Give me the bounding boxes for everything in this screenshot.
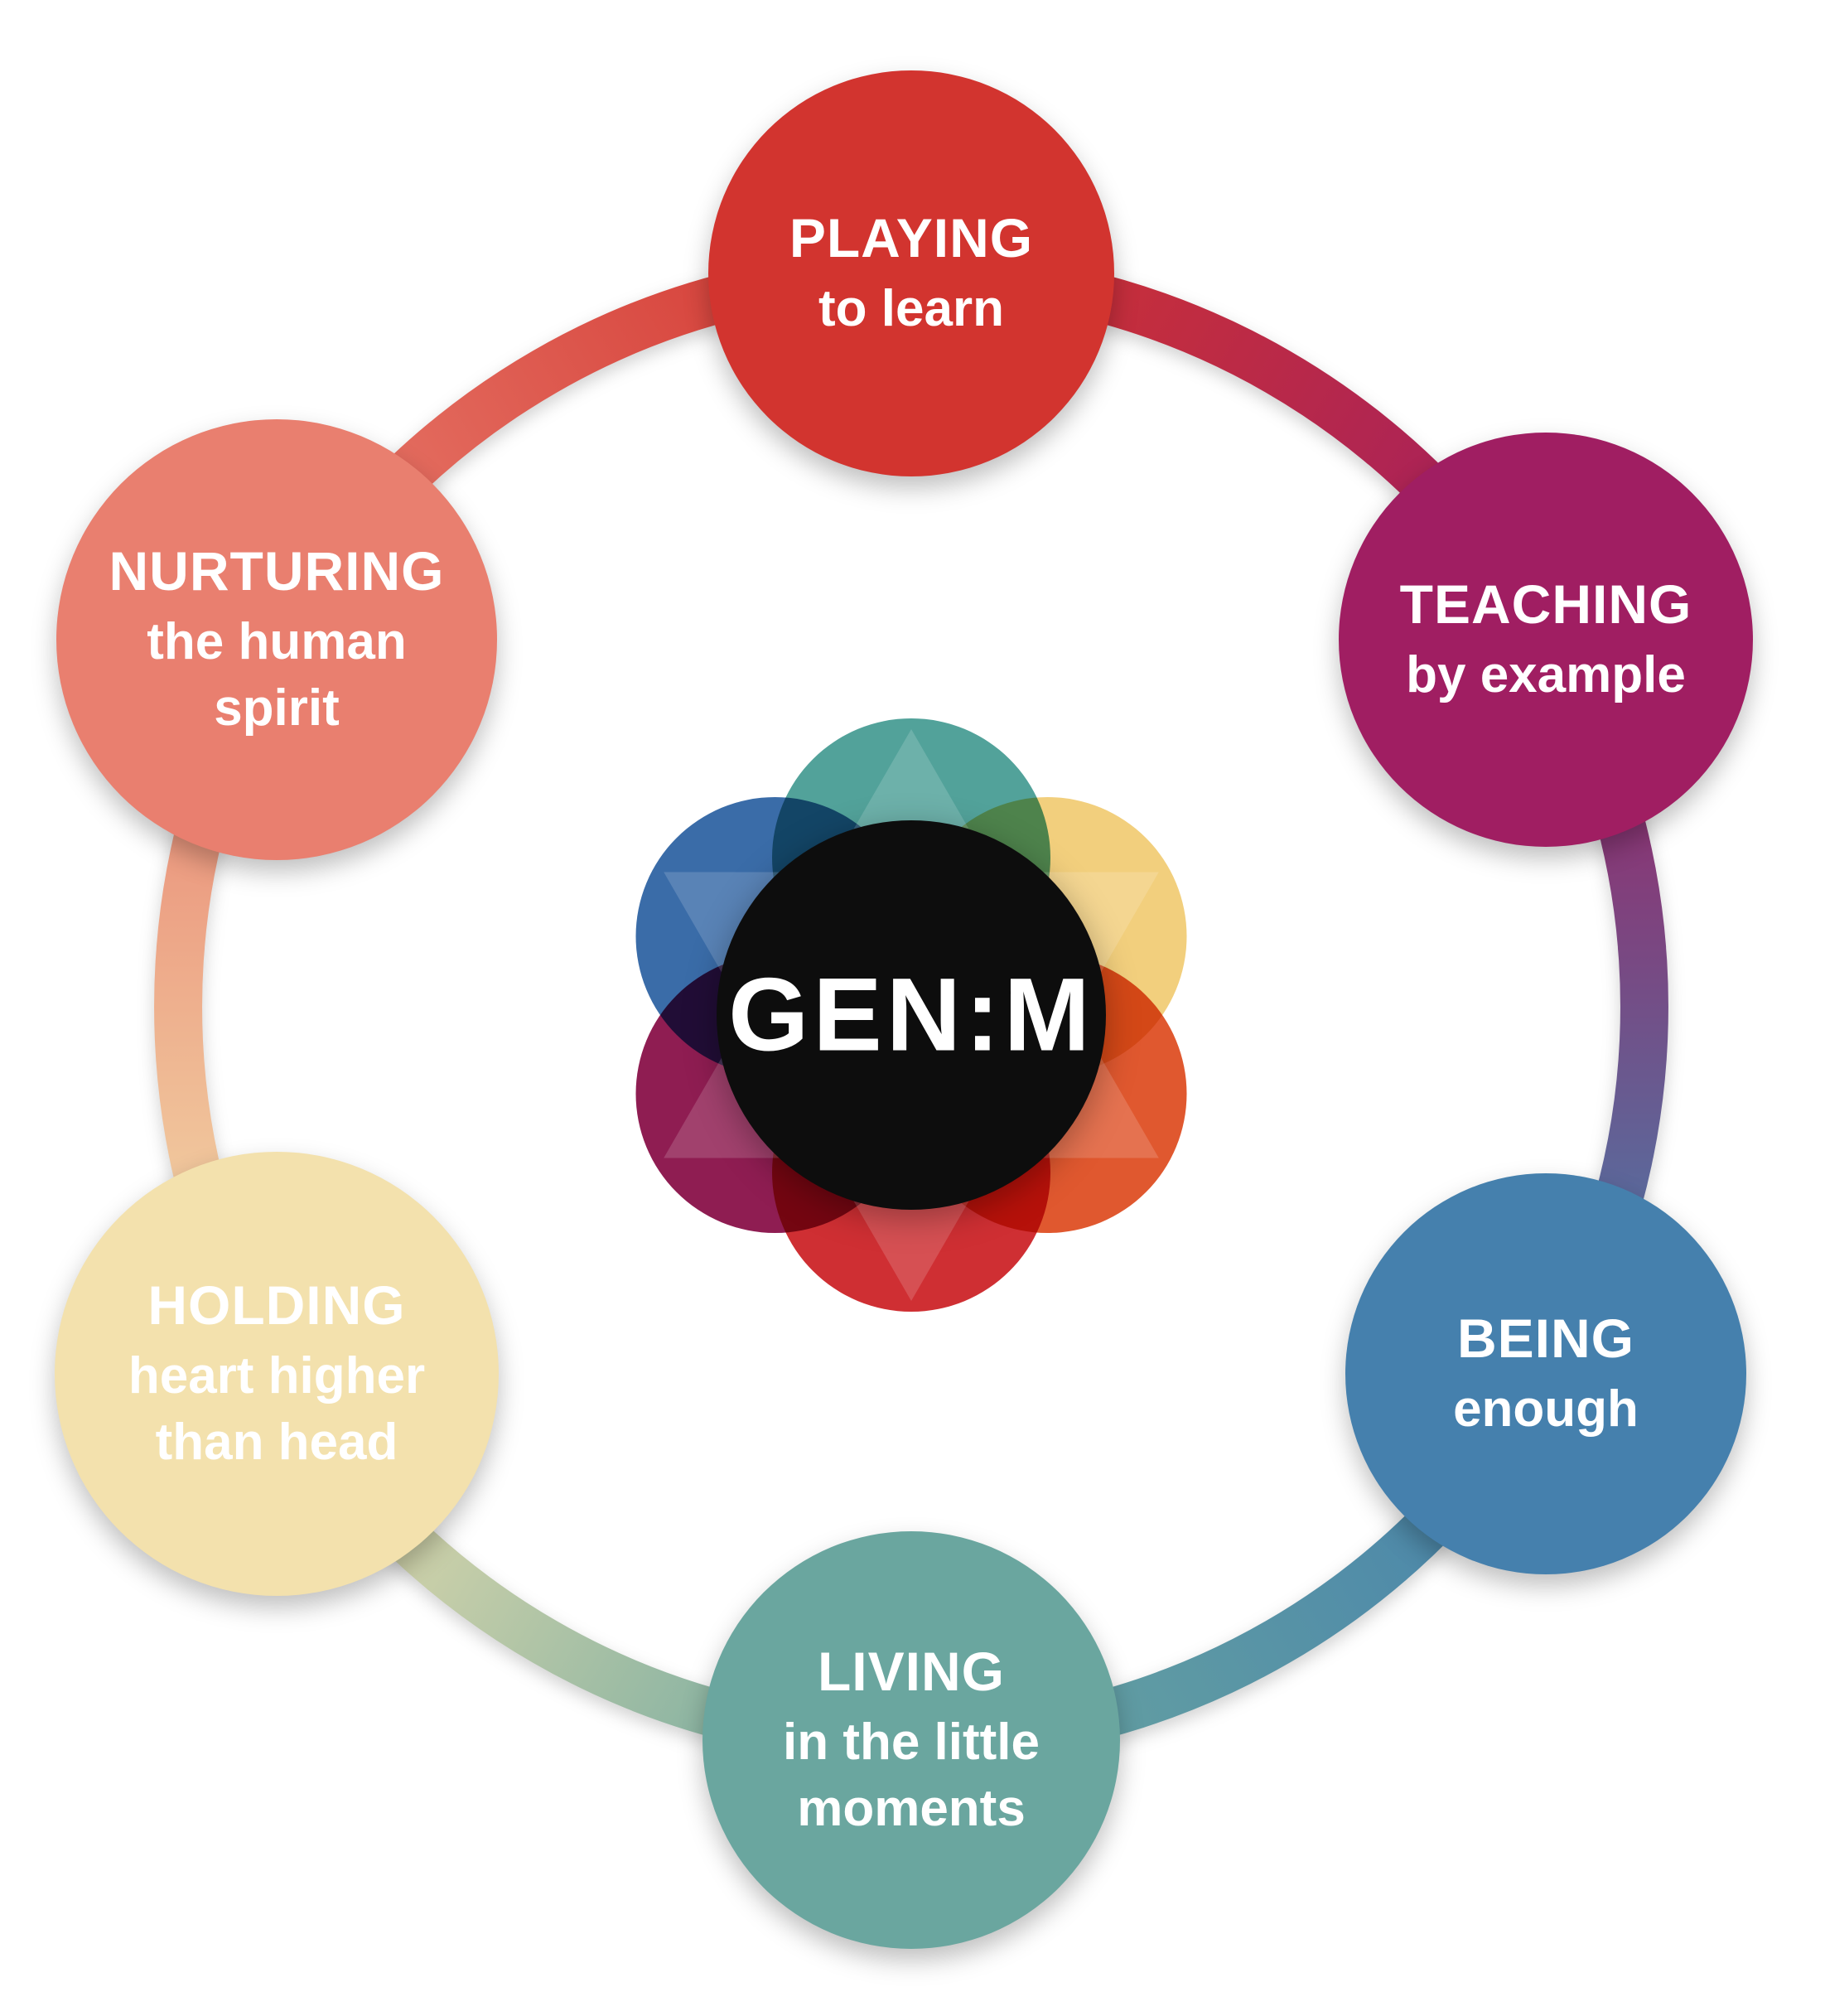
node-living-title: LIVING xyxy=(817,1641,1005,1703)
node-being-title: BEING xyxy=(1456,1308,1635,1370)
node-teaching-subtitle: by example xyxy=(1406,645,1686,703)
node-playing: PLAYING to learn xyxy=(708,70,1114,476)
node-being: BEING enough xyxy=(1345,1173,1746,1574)
node-teaching-title: TEACHING xyxy=(1399,573,1692,636)
node-being-subtitle: enough xyxy=(1453,1380,1639,1438)
node-holding-subtitle: heart higher than head xyxy=(128,1346,426,1472)
node-teaching: TEACHING by example xyxy=(1339,433,1753,847)
node-nurturing-subtitle: the human spirit xyxy=(147,612,407,737)
node-living: LIVING in the little moments xyxy=(702,1531,1120,1949)
node-living-subtitle: in the little moments xyxy=(783,1713,1040,1838)
logo-black-disc xyxy=(717,820,1106,1210)
node-nurturing: NURTURING the human spirit xyxy=(56,419,497,860)
node-holding: HOLDING heart higher than head xyxy=(55,1152,499,1596)
node-playing-title: PLAYING xyxy=(789,207,1034,269)
node-playing-subtitle: to learn xyxy=(818,279,1004,337)
genm-logo-wordmark: GEN:M xyxy=(728,957,1094,1073)
node-holding-title: HOLDING xyxy=(147,1274,406,1337)
node-nurturing-title: NURTURING xyxy=(109,540,445,602)
